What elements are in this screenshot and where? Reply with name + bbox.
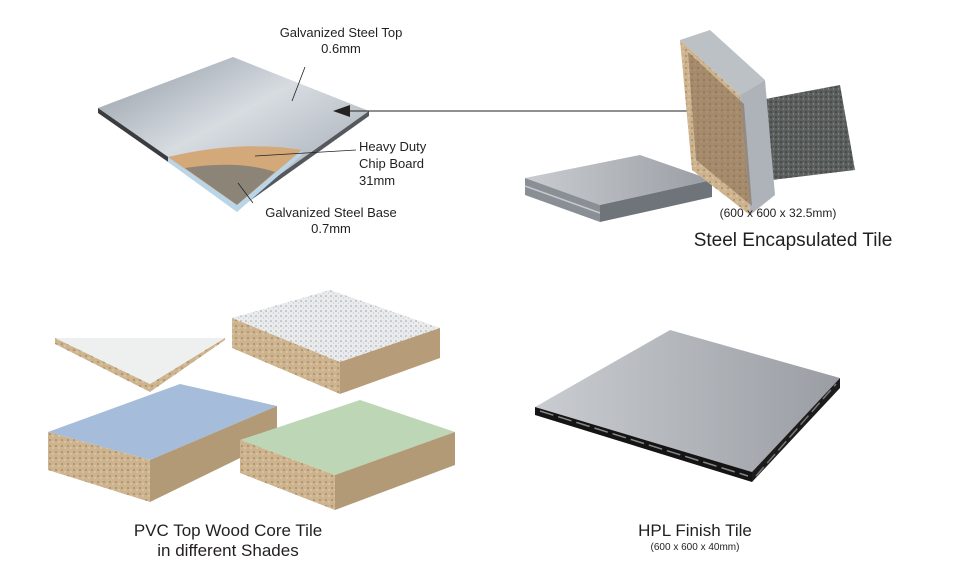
steel-top-thickness: 0.6mm <box>321 41 361 56</box>
hpl-dimensions: (600 x 600 x 40mm) <box>650 542 740 553</box>
steel-encapsulated-tile-photo <box>524 30 855 222</box>
steel-base-label: Galvanized Steel Base 0.7mm <box>265 205 397 237</box>
leader-line-base <box>237 182 254 204</box>
core-line1: Heavy Duty <box>359 139 427 154</box>
pvc-tile-photo <box>48 290 455 510</box>
steel-encapsulated-dimensions: (600 x 600 x 32.5mm) <box>719 206 837 220</box>
steel-top-name: Galvanized Steel Top <box>279 25 403 40</box>
core-line2: Chip Board <box>359 156 425 171</box>
core-label: Heavy Duty Chip Board 31mm <box>359 138 426 189</box>
steel-base-thickness: 0.7mm <box>311 221 351 236</box>
hpl-title: HPL Finish Tile <box>638 521 752 540</box>
core-thickness: 31mm <box>359 173 396 188</box>
pvc-caption-line1: PVC Top Wood Core Tile <box>133 521 323 540</box>
steel-base-layer <box>185 164 275 205</box>
steel-base-name: Galvanized Steel Base <box>265 205 397 220</box>
arrowhead-icon <box>333 105 350 117</box>
steel-top-label: Galvanized Steel Top 0.6mm <box>280 25 403 57</box>
leader-line-top <box>291 66 306 102</box>
hpl-tile-photo <box>535 330 840 482</box>
leader-line-core <box>254 149 357 157</box>
steel-encapsulated-title: Steel Encapsulated Tile <box>693 230 893 251</box>
steel-tile-cutaway-diagram <box>98 57 690 212</box>
pvc-caption-line2: in different Shades <box>157 541 299 560</box>
